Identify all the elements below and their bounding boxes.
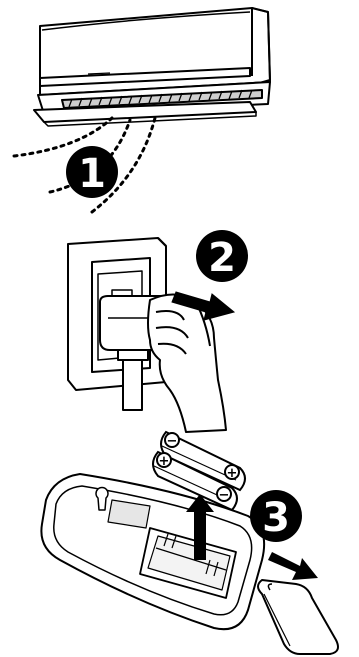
step-1-badge: 1 [66, 146, 118, 198]
battery-1-positive: + [227, 466, 238, 481]
battery-cover-icon [258, 580, 338, 654]
battery-2-negative: − [219, 488, 230, 503]
step-2-badge: 2 [196, 230, 248, 282]
step-3-badge: 3 [250, 490, 302, 542]
battery-1-negative: − [167, 434, 178, 449]
slide-cover-arrow [268, 552, 318, 580]
step-1-number: 1 [78, 151, 106, 197]
step-3-number: 3 [262, 495, 290, 541]
air-conditioner-icon [34, 8, 270, 126]
battery-2-positive: + [159, 454, 170, 469]
step-2-number: 2 [208, 235, 236, 281]
